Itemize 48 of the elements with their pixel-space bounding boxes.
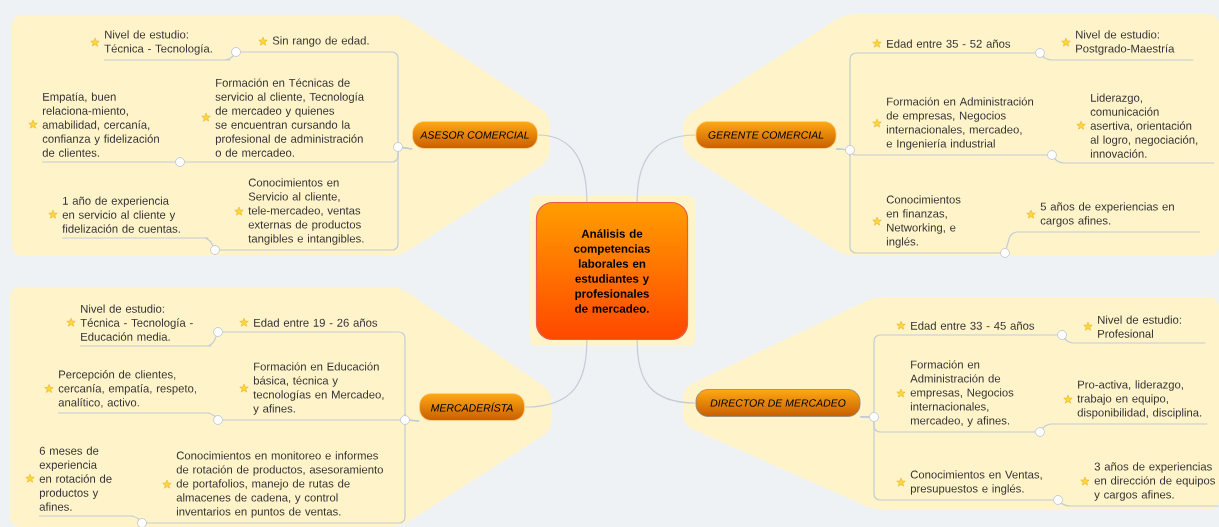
topic-text: 6 meses de experiencia en rotación de productos y afines. [39, 446, 112, 511]
connector-line [57, 412, 254, 421]
topic-text: Pro-activa, liderazgo, trabajo en equipo, disponibilidad, disciplina. [1077, 380, 1202, 419]
connector-line [1024, 423, 1208, 433]
topic-text: Formación en Administración de empresas, Negocios internacionales, mercadeo, e Ingeniería industrial [886, 97, 1033, 150]
central-topic-box: Análisis de competencias laborales en estudiantes y profesionales de mercadeo. [535, 201, 689, 341]
connector-line [859, 416, 1045, 501]
connector-line [103, 51, 273, 61]
topic-text: Nivel de estudio: Profesional [1098, 315, 1181, 338]
branch-pill: GERENTE COMERCIAL [695, 121, 837, 149]
connector-line [1025, 52, 1194, 61]
topic-text: Nivel de estudio: Postgrado-Maestría [1076, 30, 1175, 55]
topic-text: Formación en Educación básica, técnica y tecnologías en Mercadeo, y afines. [253, 362, 384, 415]
connector-line [175, 419, 420, 524]
connector-line [79, 331, 254, 347]
topic-text: Conocimientos en Servicio al cliente, tele-mercadeo, ventas externas de productos tangibles e intangibles. [248, 178, 364, 245]
topic-text: Liderazgo, comunicación asertiva, orientación al logro, negociación, innovación. [1090, 93, 1198, 158]
branch-pill: ASESOR COMERCIAL [412, 121, 538, 149]
topic-text: Edad entre 33 - 45 años [911, 321, 1035, 330]
connector-line [38, 515, 177, 524]
topic-text: Conocimientos en monitoreo e informes de rotación de productos, asesoramiento de portafolios, manejo de rutas de almacenes de cadena, y control inventarios en puntos de ventas. [176, 451, 383, 518]
topic-text: Conocimientos en finanzas, Networking, e inglés. [886, 195, 961, 248]
topic-text: Nivel de estudio: Técnica - Tecnología. [104, 30, 212, 55]
topic-text: 3 años de experiencias en dirección de equipos y cargos afines. [1094, 462, 1215, 501]
topic-text: Conocimientos en Ventas, presupuestos e inglés. [910, 470, 1042, 495]
topic-text: Formación en Técnicas de servicio al cliente, Tecnología de mercadeo y quienes se encuentran cursando la profesional de administración o de mercadeo. [215, 78, 365, 157]
topic-text: Percepción de clientes, cercanía, empatía, respeto, analítico, activo. [58, 370, 196, 408]
connector-line [835, 148, 992, 254]
connector-line [1047, 334, 1206, 344]
topic-text: Edad entre 19 - 26 años [254, 318, 378, 327]
connector-line [524, 339, 588, 408]
topic-text: Formación en Administración de empresas, Negocios internacionales, mercadeo, y afines. [910, 360, 1014, 427]
branch-pill: MERCADERÍSTA [419, 393, 525, 421]
connector-line [61, 237, 249, 251]
topic-text: Empatía, buen relaciona-miento, amabilidad, cercanía, confianza y fidelización de clientes. [42, 92, 159, 157]
connector-line [1035, 154, 1215, 164]
branch-pill: DIRECTOR DE MERCADEO [695, 389, 861, 417]
connector-line [636, 339, 697, 404]
connector-line [990, 231, 1201, 254]
topic-text: Nivel de estudio: Técnica - Tecnología - Educación media. [80, 304, 193, 341]
topic-text: 5 años de experiencias en cargos afines. [1040, 202, 1174, 227]
connector-line [636, 134, 697, 203]
topic-text: Edad entre 35 - 52 años [887, 39, 1011, 48]
topic-text: 1 año de experiencia en servicio al cliente y fidelización de cuentas. [62, 196, 180, 233]
connector-line [247, 147, 413, 251]
connector-line [1043, 499, 1219, 507]
connector-line [537, 134, 588, 203]
topic-text: Sin rango de edad. [272, 36, 369, 47]
